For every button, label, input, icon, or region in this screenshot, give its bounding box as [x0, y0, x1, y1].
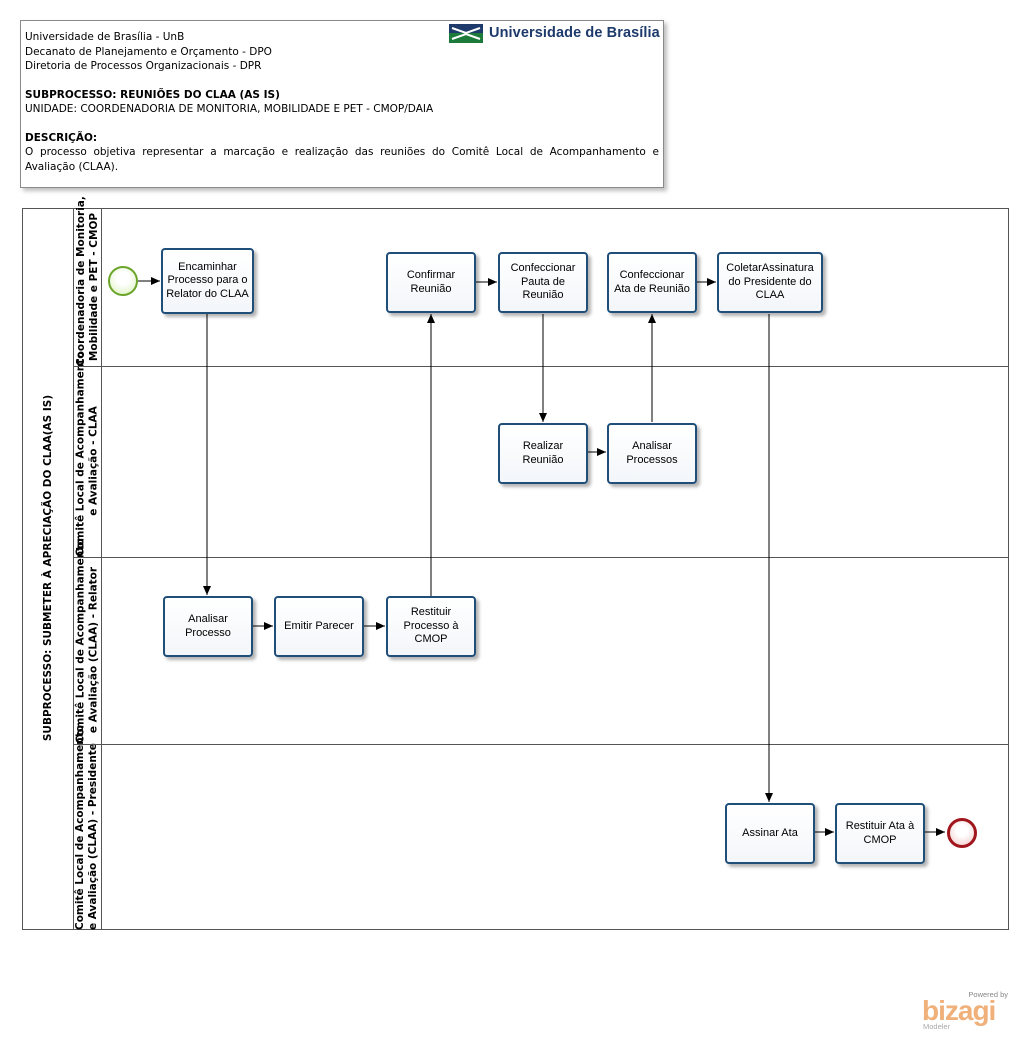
lane-separator [74, 744, 1009, 745]
start-event[interactable] [108, 266, 138, 296]
pool [22, 208, 1009, 930]
task-encaminhar-processo[interactable]: Encaminhar Processo para o Relator do CL… [161, 248, 254, 314]
header-line-decanato: Decanato de Planejamento e Orçamento - D… [25, 45, 272, 58]
task-analisar-processos[interactable]: Analisar Processos [607, 423, 697, 484]
lane-separator [74, 557, 1009, 558]
bizagi-logo: Powered by bizagi Modeler [920, 990, 1010, 1032]
description-text: O processo objetiva representar a marcaç… [25, 146, 659, 173]
task-emitir-parecer[interactable]: Emitir Parecer [274, 596, 364, 657]
task-analisar-processo[interactable]: Analisar Processo [163, 596, 253, 657]
lane-header-cmop: Coordenadoria de Monitoria,Mobilidade e … [74, 196, 102, 366]
header-box: Universidade de Brasília Universidade de… [20, 20, 664, 188]
bizagi-brand-text: bizagi [922, 995, 996, 1026]
header-line-diretoria: Diretoria de Processos Organizacionais -… [25, 60, 262, 72]
subprocess-title: SUBPROCESSO: REUNIÕES DO CLAA (AS IS) [25, 88, 280, 101]
task-assinar-ata[interactable]: Assinar Ata [725, 803, 815, 864]
unb-logo: Universidade de Brasília [449, 24, 660, 43]
task-restituir-ata-cmop[interactable]: Restituir Ata à CMOP [835, 803, 925, 864]
task-realizar-reuniao[interactable]: Realizar Reunião [498, 423, 588, 484]
unit-line: UNIDADE: COORDENADORIA DE MONITORIA, MOB… [25, 103, 434, 115]
lane-separator [74, 366, 1009, 367]
task-confirmar-reuniao[interactable]: Confirmar Reunião [386, 252, 476, 313]
unb-logo-icon [449, 24, 483, 43]
modeler-text: Modeler [923, 1022, 951, 1031]
pool-label: SUBPROCESSO: SUBMETER À APRECIAÇÃO DO CL… [22, 208, 74, 930]
unb-logo-text: Universidade de Brasília [489, 25, 660, 42]
task-coletar-assinatura[interactable]: ColetarAssinatura do Presidente do CLAA [717, 252, 823, 313]
task-confeccionar-pauta[interactable]: Confeccionar Pauta de Reunião [498, 252, 588, 313]
end-event[interactable] [947, 818, 977, 848]
header-line-university: Universidade de Brasília - UnB [25, 31, 185, 43]
task-confeccionar-ata[interactable]: Confeccionar Ata de Reunião [607, 252, 697, 313]
task-restituir-processo-cmop[interactable]: Restituir Processo à CMOP [386, 596, 476, 657]
description-label: DESCRIÇÃO: [25, 131, 98, 144]
powered-by-text: Powered by [968, 990, 1008, 999]
